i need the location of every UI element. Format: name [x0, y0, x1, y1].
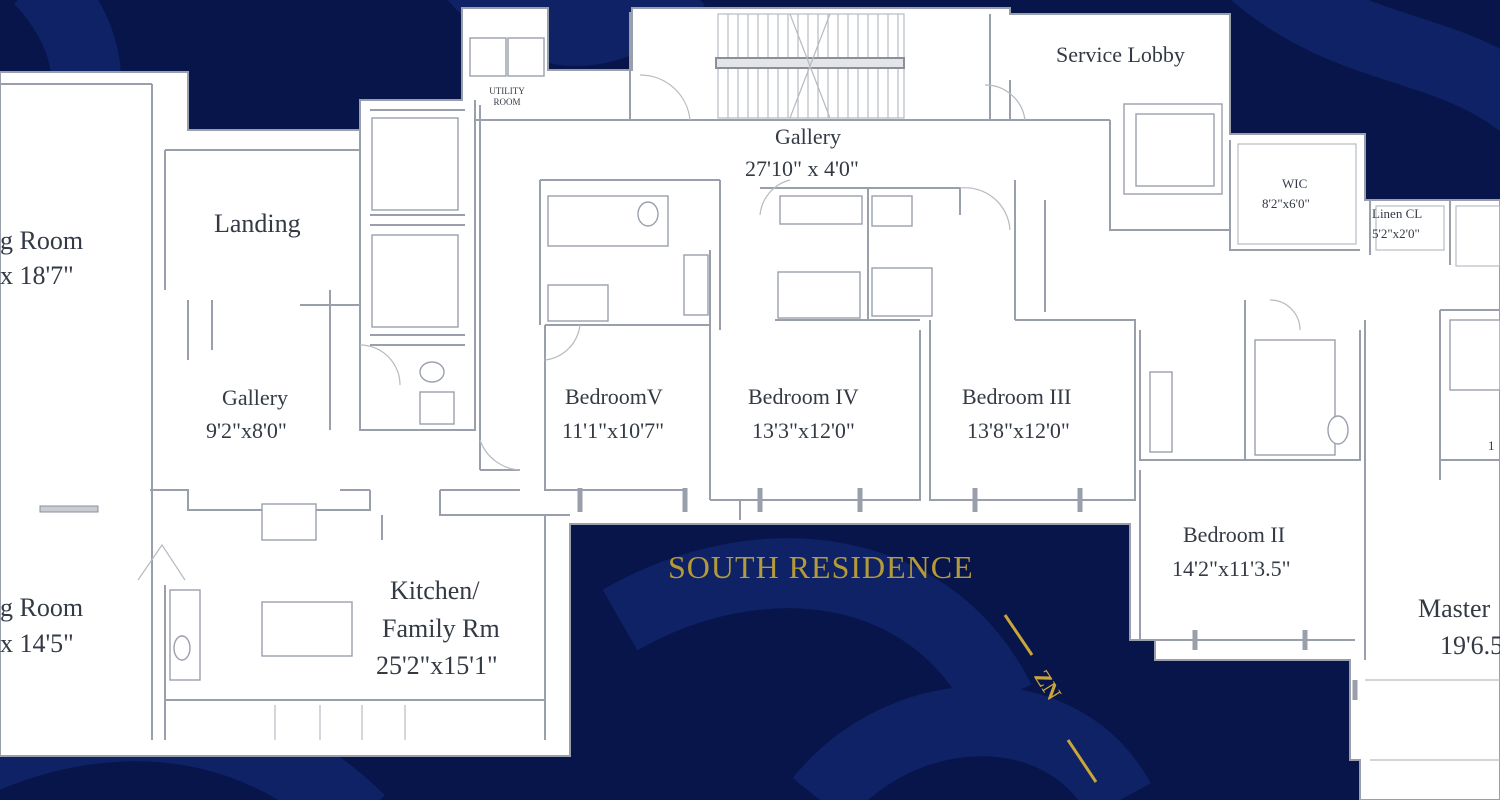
bedroom-iii-dims: 13'8"x12'0" [967, 418, 1070, 443]
bedroom-iv-name: Bedroom IV [748, 384, 859, 409]
gallery-top-dims: 27'10" x 4'0" [745, 156, 859, 181]
residence-title: SOUTH RESIDENCE [668, 549, 974, 585]
kitchen-fixtures [39, 503, 406, 740]
linen-dims: 5'2"x2'0" [1372, 226, 1420, 241]
bedroom-iii-name: Bedroom III [962, 384, 1072, 409]
wic-dims: 8'2"x6'0" [1262, 196, 1310, 211]
wic-name: WIC [1282, 176, 1308, 191]
window-mullions [577, 488, 1358, 700]
bedroom-ii-name: Bedroom II [1183, 522, 1286, 547]
dining-room-name: g Room [0, 593, 84, 622]
kitchen-dims: 25'2"x15'1" [376, 651, 498, 680]
living-room-dims: x 18'7" [0, 261, 74, 290]
service-lobby-label: Service Lobby [1056, 42, 1185, 67]
landing-label: Landing [214, 209, 301, 238]
master-name: Master [1418, 594, 1491, 623]
gallery-left-name: Gallery [222, 385, 288, 410]
walls [0, 12, 1500, 761]
master-dims: 19'6.5 [1440, 631, 1500, 660]
utility-room-label: UTILITY ROOM [489, 86, 525, 107]
bedroom-v-dims: 11'1"x10'7" [562, 418, 665, 443]
utility-fixtures [371, 37, 1500, 328]
gallery-top-name: Gallery [775, 124, 841, 149]
partial-room-label: 1 [1488, 438, 1495, 453]
bedroom-ii-dims: 14'2"x11'3.5" [1172, 556, 1291, 581]
dining-room-dims: x 14'5" [0, 629, 74, 658]
bathroom-fixtures [419, 195, 1500, 456]
door-swings [359, 74, 1301, 471]
stair [715, 13, 905, 119]
living-room-name: g Room [0, 226, 84, 255]
kitchen-line2: Family Rm [382, 614, 500, 643]
bedroom-v-name: BedroomV [565, 384, 663, 409]
gallery-left-dims: 9'2"x8'0" [206, 418, 287, 443]
linen-name: Linen CL [1372, 206, 1423, 221]
north-arrow [1003, 614, 1098, 783]
kitchen-line1: Kitchen/ [390, 576, 480, 605]
bedroom-iv-dims: 13'3"x12'0" [752, 418, 855, 443]
